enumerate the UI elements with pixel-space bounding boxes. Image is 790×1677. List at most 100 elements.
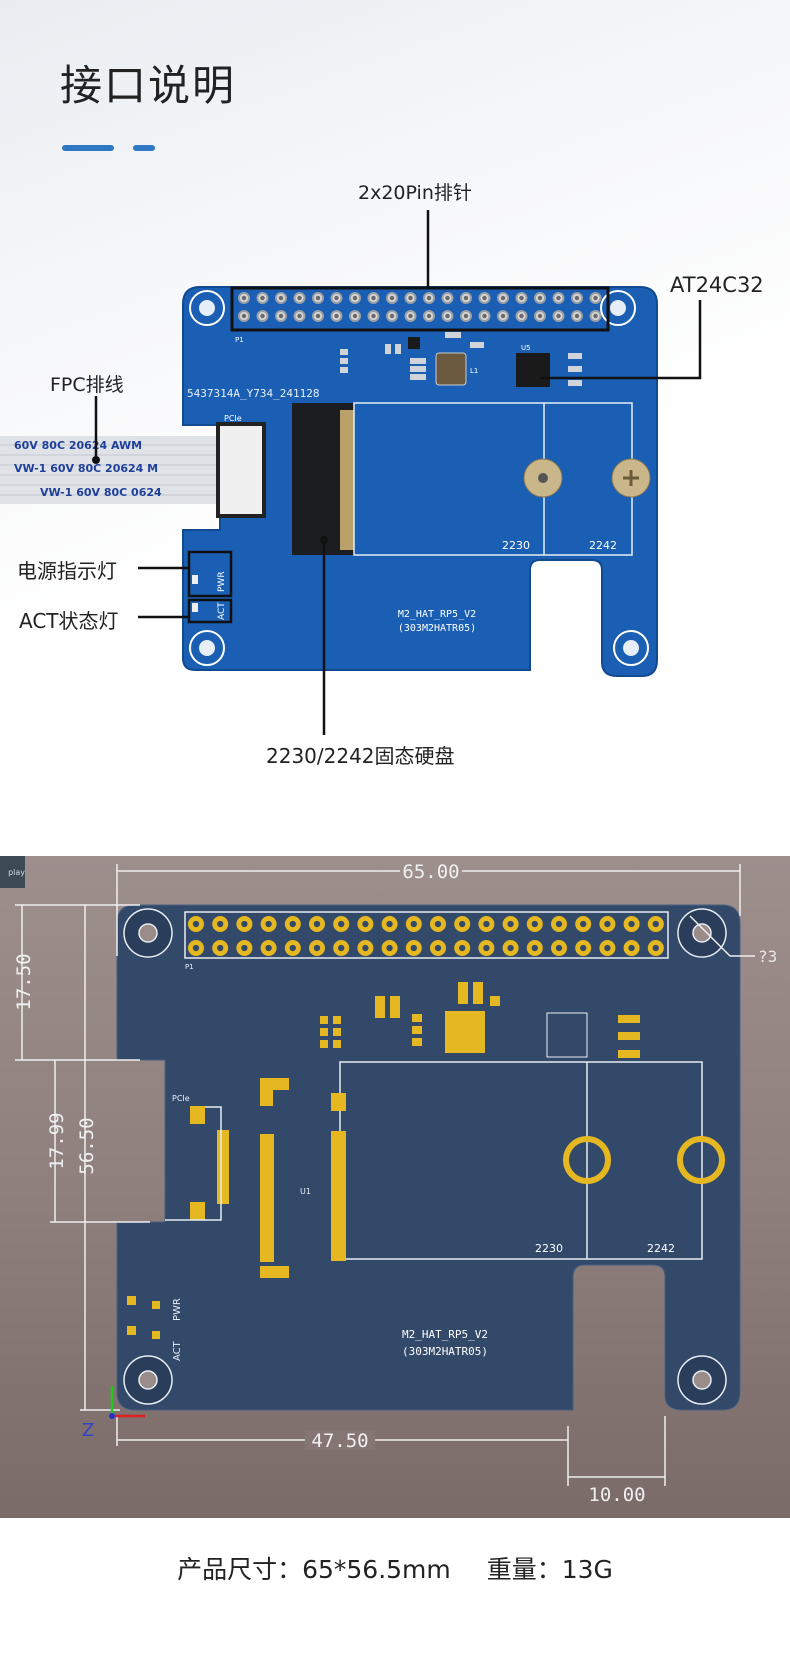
header-highlight-box [230, 286, 610, 332]
act-led [192, 603, 198, 612]
header-pin-hole [463, 313, 469, 319]
dim-notch: 17.99 [46, 1112, 68, 1169]
header-pin-hole [445, 313, 450, 319]
header-pin-hole [410, 944, 417, 952]
header-pin-hole [507, 920, 514, 928]
header-pin-hole [652, 920, 659, 928]
cad-standoff-2242 [677, 1136, 725, 1184]
act-led-box [187, 598, 233, 624]
header-pin-hole [313, 920, 321, 928]
cad-u5 [546, 1012, 588, 1058]
header-pin-hole [217, 920, 224, 928]
dim-offset: 47.50 [311, 1430, 368, 1452]
label-ssd: 2230/2242固态硬盘 [266, 744, 455, 768]
product-specs: 产品尺寸：65*56.5mm 重量：13G [0, 1550, 790, 1586]
dim-width: 65.00 [402, 861, 459, 883]
header-pin-hole [500, 313, 506, 319]
pcb-cad-drawing: P1 2230 2242 PCIe U1 M2_HAT_RP5_V2 [13, 861, 777, 1506]
callout-lines [94, 210, 702, 735]
header-pin-hole [459, 944, 466, 952]
header-pin-hole [434, 920, 442, 928]
header-pin-hole [389, 313, 395, 319]
header-pin-hole [289, 944, 296, 952]
cad-silk-2242: 2242 [647, 1242, 675, 1255]
header-pin-hole [537, 313, 543, 319]
header-pin-hole [389, 295, 395, 301]
cad-silk-act: ACT [172, 1340, 183, 1361]
header-pin-hole [555, 944, 563, 952]
header-pin-hole [408, 295, 413, 301]
header-pin-hole [408, 313, 413, 319]
header-pin-hole [459, 920, 466, 928]
fpc-connector [216, 422, 266, 518]
cable-print: VW-1 60V 80C 0624 [40, 486, 162, 499]
label-header-pins: 2x20Pin排针 [358, 182, 472, 204]
power-led-box [187, 550, 233, 598]
silk-act: ACT [217, 602, 227, 620]
header-pin-hole [483, 920, 490, 928]
title-accent-dash [133, 145, 155, 151]
cable-print: VW-1 60V 80C 20624 M [14, 462, 158, 475]
silk-p1: P1 [235, 336, 244, 344]
cad-silk-model-code: (303M2HATR05) [402, 1345, 488, 1358]
hole-note: ?3 [758, 947, 777, 966]
product-weight: 重量：13G [486, 1555, 613, 1584]
silk-l1: L1 [470, 367, 478, 375]
header-pin-hole [362, 920, 369, 928]
header-pin-hole [445, 295, 450, 301]
fpc-cable: 60V 80C 20624 AWM VW-1 60V 80C 20624 M V… [0, 436, 230, 504]
header-pin-hole [434, 944, 442, 952]
cad-l1 [445, 1011, 485, 1053]
header-pin-hole [289, 920, 296, 928]
dim-cutout: 10.00 [588, 1484, 645, 1506]
silk-2230: 2230 [502, 539, 530, 552]
header-pin-hole [241, 313, 247, 319]
cad-header-outline [184, 911, 669, 959]
header-pin-hole [463, 295, 469, 301]
cad-silk-u1: U1 [300, 1187, 311, 1196]
silk-u5: U5 [521, 344, 531, 352]
header-pin-hole [519, 295, 524, 301]
header-pin-hole [483, 944, 490, 952]
header-pin-hole [604, 944, 611, 952]
header-pin-hole [278, 295, 284, 301]
header-pin-hole [580, 944, 587, 952]
cad-header-pins [188, 916, 664, 956]
header-pin-hole [507, 944, 514, 952]
header-pin-hole [241, 944, 248, 952]
board-photo: 60V 80C 20624 AWM VW-1 60V 80C 20624 M V… [0, 210, 702, 735]
header-pin-hole [482, 295, 487, 301]
power-led [192, 575, 198, 584]
header-pin-hole [531, 920, 538, 928]
silk-model-code: (303M2HATR05) [398, 623, 476, 634]
dimension-drawing: play P1 2230 2242 PCIe U1 [0, 856, 790, 1518]
header-pin-hole [426, 295, 432, 301]
header-pin-hole [334, 313, 339, 319]
header-pin-hole [352, 313, 358, 319]
header-pin-hole [531, 944, 538, 952]
header-pin-hole [241, 295, 247, 301]
header-pin-hole [519, 313, 524, 319]
header-pin-hole [265, 920, 272, 928]
header-pin-hole [352, 295, 358, 301]
header-pins [238, 292, 602, 322]
header-pin-hole [297, 313, 302, 319]
header-pin-hole [192, 944, 200, 952]
label-power-led: 电源指示灯 [17, 559, 117, 583]
m2-slot-pins [340, 410, 354, 550]
header-pin-hole [315, 313, 321, 319]
header-pin-hole [338, 944, 345, 952]
silk-pwr: PWR [217, 571, 227, 592]
header-pin-hole [556, 295, 561, 301]
header-pin-hole [260, 295, 265, 301]
header-pin-hole [217, 944, 224, 952]
header-pin-hole [241, 920, 248, 928]
axis-triad-icon: Z [82, 1386, 145, 1441]
cad-silk-pwr: PWR [172, 1298, 183, 1321]
header-pin-hole [192, 920, 200, 928]
play-button[interactable]: play [0, 856, 25, 888]
header-pin-hole [334, 295, 339, 301]
header-pin-hole [386, 944, 393, 952]
cable-print: 60V 80C 20624 AWM [14, 439, 142, 452]
header-pin-hole [574, 313, 580, 319]
